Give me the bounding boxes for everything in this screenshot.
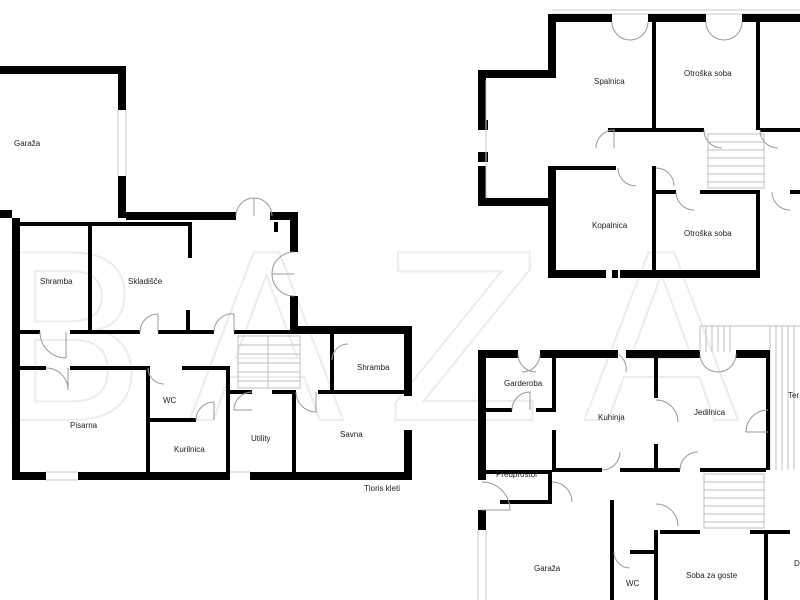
room-label-otroska-soba: Otroška soba	[684, 69, 732, 78]
room-label-jedilnica: Jedilnica	[694, 408, 726, 417]
room-label-garaza: Garaža	[14, 139, 41, 148]
room-label-pisarna: Pisarna	[70, 421, 98, 430]
room-label-garderoba: Garderoba	[504, 379, 543, 388]
basement-stairs	[237, 335, 301, 389]
room-label-spalnica: Spalnica	[594, 77, 625, 86]
room-label-otroska-soba: Otroška soba	[684, 229, 732, 238]
room-label-shramba: Shramba	[357, 363, 390, 372]
room-label-kuhinja: Kuhinja	[598, 413, 625, 422]
plan-caption: Tloris kleti	[364, 484, 400, 493]
ground-floor-plan: Garderoba Kuhinja Jedilnica Ter Predpros…	[477, 325, 800, 600]
upper-stairs	[707, 133, 765, 189]
upper-floor-plan: Spalnica Otroška soba Kopalnica Otroška …	[478, 9, 800, 278]
room-label-savna: Savna	[340, 430, 363, 439]
room-label-kopalnica: Kopalnica	[592, 221, 628, 230]
basement-plan: Garaža Shramba Skladišče Shramba WC Pisa…	[0, 66, 412, 493]
watermark-text: BAZA	[0, 208, 780, 475]
room-label-wc: WC	[163, 396, 177, 405]
room-label-skladisce: Skladišče	[128, 277, 163, 286]
room-label-terasa: Ter	[788, 391, 799, 400]
room-label-garaza: Garaža	[534, 564, 561, 573]
room-label-utility: Utility	[251, 434, 271, 443]
room-label-soba-za-goste: Soba za goste	[686, 571, 738, 580]
ground-stairs	[703, 473, 765, 529]
room-label-partial: D	[794, 559, 800, 568]
room-label-kurilnica: Kurilnica	[174, 445, 205, 454]
room-label-shramba: Shramba	[40, 277, 73, 286]
room-label-wc: WC	[626, 579, 640, 588]
room-label-predprostor: Predprostor	[496, 470, 538, 479]
